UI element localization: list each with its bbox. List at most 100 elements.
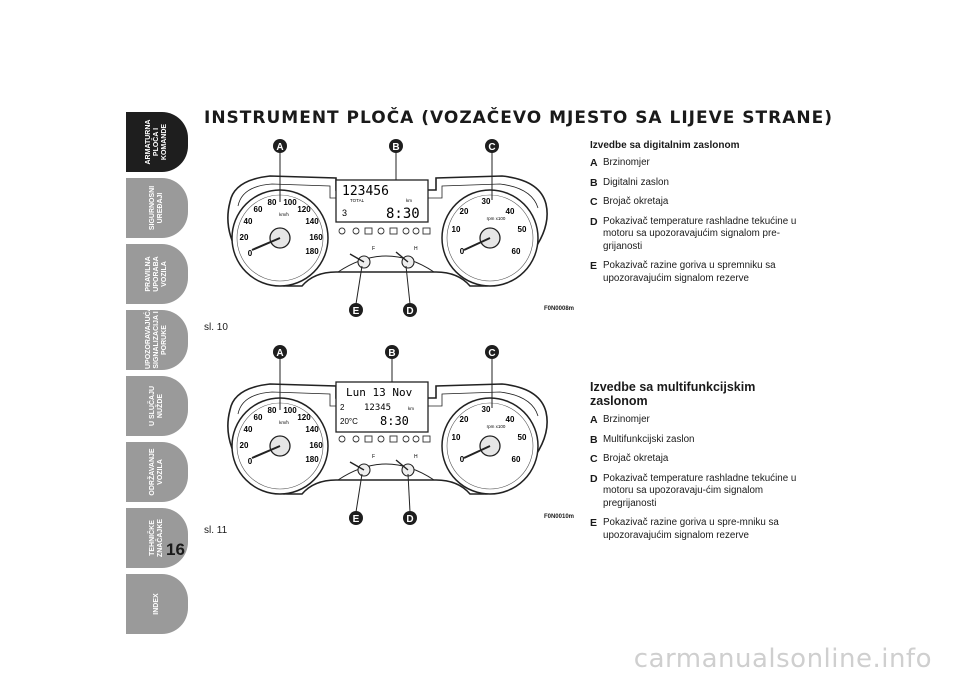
display-total-label: TOTAL <box>350 198 365 203</box>
svg-text:B: B <box>392 142 399 153</box>
speedo-label: 160 <box>309 441 323 450</box>
legend-heading: Izvedbe sa digitalnim zaslonom <box>590 140 740 151</box>
display-clock: 8:30 <box>386 206 420 222</box>
section-tabs: ARMATURNA PLOČA I KOMANDE SIGURNOSNI URE… <box>126 112 188 640</box>
tacho-label: 20 <box>460 207 469 216</box>
speedo-label: 80 <box>268 198 277 207</box>
callout-c: C <box>485 345 499 359</box>
page-number: 16 <box>166 540 185 559</box>
tab-pravilna-uporaba[interactable]: PRAVILNA UPORABA VOZILA <box>126 244 188 304</box>
svg-text:E: E <box>353 514 360 525</box>
temp-hot-label: H <box>414 454 418 460</box>
figure-caption: sl. 11 <box>204 525 228 536</box>
svg-text:A: A <box>276 348 283 359</box>
tab-label: U SLUČAJU NUŽDE <box>149 385 164 427</box>
legend-key: A <box>590 157 598 169</box>
speedo-unit: km/h <box>279 212 289 217</box>
svg-text:C: C <box>488 348 495 359</box>
speedo-label: 40 <box>244 425 253 434</box>
speedo-label: 180 <box>305 247 319 256</box>
tab-armaturna-ploca[interactable]: ARMATURNA PLOČA I KOMANDE <box>126 112 188 172</box>
tacho-label: 10 <box>452 225 461 234</box>
speedo-label: 160 <box>309 233 323 242</box>
legend-text: Brojač okretaja <box>603 453 669 464</box>
tab-tehnicke-znacajke[interactable]: TEHNIČKE ZNAČAJKE <box>126 508 188 568</box>
speedo-label: 100 <box>283 406 297 415</box>
legend-text: Brzinomjer <box>603 157 650 168</box>
display-clock: 8:30 <box>380 414 409 428</box>
speedo-label: 20 <box>240 441 249 450</box>
speedo-label: 40 <box>244 217 253 226</box>
speedometer: 0 20 40 60 80 100 120 140 160 180 km/h <box>231 397 329 495</box>
temp-hot-label: H <box>414 246 418 252</box>
callout-e: E <box>349 511 363 525</box>
legend-text: Pokazivač razine goriva u spre-mniku sa … <box>603 517 779 541</box>
display-odometer-unit: km <box>406 198 412 203</box>
tab-label: PRAVILNA UPORABA VOZILA <box>145 256 168 292</box>
callout-e: E <box>349 303 363 317</box>
tab-label: UPOZORAVAJUĆA SIGNALIZACIJA I PORUKE <box>145 306 168 369</box>
tab-label: SIGURNOSNI UREĐAJI <box>149 185 164 231</box>
tab-odrzavanje-vozila[interactable]: ODRŽAVANJE VOZILA <box>126 442 188 502</box>
legend-key: C <box>590 453 598 465</box>
svg-text:D: D <box>406 306 413 317</box>
cluster-illustration: 0 20 40 60 80 100 120 140 160 180 km/h 0… <box>227 139 548 317</box>
figure-code: F0N0008m <box>543 306 574 312</box>
figure-cluster-multifunction: 0 20 40 60 80 100 120 140 160 180 km/h 0… <box>200 338 580 530</box>
speedo-label: 180 <box>305 455 319 464</box>
speedo-label: 0 <box>248 457 253 466</box>
fuel-temp-gauges: F H <box>337 454 435 481</box>
fuel-temp-gauges: F H <box>337 246 435 273</box>
legend-key: C <box>590 196 598 208</box>
tacho-unit: rpm x100 <box>487 216 506 221</box>
watermark: carmanualsonline.info <box>633 644 932 674</box>
tachometer: 0 10 20 30 40 50 60 rpm x100 <box>441 397 539 495</box>
fuel-full-label: F <box>372 454 375 460</box>
tab-index[interactable]: INDEX <box>126 574 188 634</box>
tab-label: ODRŽAVANJE VOZILA <box>149 448 164 496</box>
tab-u-slucaju-nuzde[interactable]: U SLUČAJU NUŽDE <box>126 376 188 436</box>
callout-b: B <box>385 345 399 359</box>
speedo-label: 120 <box>297 205 311 214</box>
tab-sigurnosni-uredaji[interactable]: SIGURNOSNI UREĐAJI <box>126 178 188 238</box>
legend-item: B Digitalni zaslon <box>590 177 812 190</box>
tachometer: 0 10 20 30 40 50 60 rpm x100 <box>441 189 539 287</box>
legend-key: D <box>590 215 598 228</box>
digital-display: 123456 TOTAL km 3 8:30 <box>335 179 429 223</box>
legend-text: Brzinomjer <box>603 414 650 425</box>
display-setting: 3 <box>342 208 347 218</box>
speedo-label: 0 <box>248 249 253 258</box>
tacho-label: 0 <box>460 455 465 464</box>
tacho-label: 20 <box>460 415 469 424</box>
svg-text:A: A <box>276 142 283 153</box>
callout-a: A <box>273 139 287 153</box>
tacho-label: 30 <box>482 197 491 206</box>
warning-lights-row <box>338 227 431 235</box>
callout-c: C <box>485 139 499 153</box>
callout-d: D <box>403 303 417 317</box>
tacho-label: 10 <box>452 433 461 442</box>
svg-text:C: C <box>488 142 495 153</box>
tab-upozoravajuca-signalizacija[interactable]: UPOZORAVAJUĆA SIGNALIZACIJA I PORUKE <box>126 306 188 370</box>
speedo-label: 60 <box>254 413 263 422</box>
speedo-label: 20 <box>240 233 249 242</box>
figure-caption: sl. 10 <box>204 322 228 333</box>
legend-key: B <box>590 176 598 189</box>
legend-text: Pokazivač razine goriva u spremniku sa u… <box>603 260 776 284</box>
figure-code: F0N0010m <box>543 514 574 520</box>
svg-text:B: B <box>388 348 395 359</box>
legend-text: Digitalni zaslon <box>603 176 669 188</box>
speedo-label: 120 <box>297 413 311 422</box>
legend-key: E <box>590 260 598 272</box>
legend-digital-display: Izvedbe sa digitalnim zaslonom A Brzinomj… <box>590 140 812 292</box>
tacho-label: 60 <box>512 247 521 256</box>
fuel-full-label: F <box>372 246 375 252</box>
display-setting: 2 <box>340 403 345 412</box>
tacho-label: 50 <box>518 225 527 234</box>
tacho-label: 40 <box>506 207 515 216</box>
callout-b: B <box>389 139 403 153</box>
